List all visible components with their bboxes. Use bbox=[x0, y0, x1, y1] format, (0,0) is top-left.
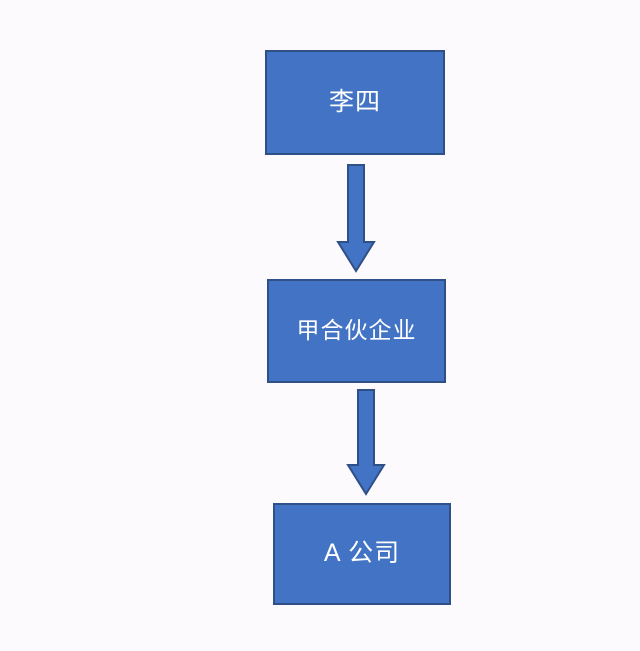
node-partnership-label: 甲合伙企业 bbox=[296, 317, 417, 344]
block-arrow-down-icon bbox=[336, 164, 376, 273]
node-lisi-label: 李四 bbox=[328, 87, 381, 116]
arrow-lisi-to-partnership bbox=[336, 164, 376, 273]
node-company-a[interactable]: A 公司 bbox=[273, 503, 451, 605]
arrow-partnership-to-company bbox=[346, 389, 386, 496]
node-company-a-label: A 公司 bbox=[323, 539, 401, 568]
node-lisi[interactable]: 李四 bbox=[265, 50, 445, 155]
block-arrow-down-icon bbox=[346, 389, 386, 496]
node-partnership[interactable]: 甲合伙企业 bbox=[267, 279, 446, 383]
